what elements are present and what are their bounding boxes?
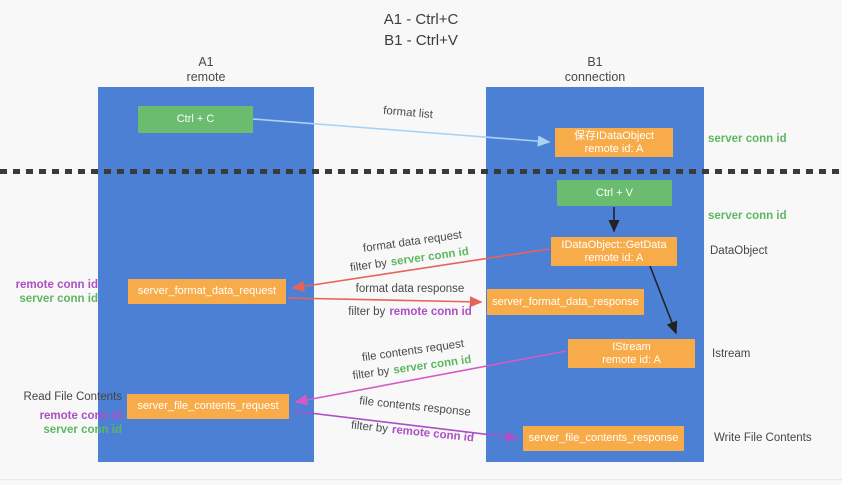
node-server-format-data-request: server_format_data_request bbox=[128, 279, 286, 304]
node-save-dataobject-title: 保存IDataObject bbox=[573, 129, 655, 142]
node-server-file-contents-response: server_file_contents_response bbox=[523, 426, 684, 451]
bottom-edge-line bbox=[0, 479, 842, 480]
node-istream-title: IStream bbox=[612, 340, 651, 353]
node-ctrl-c-label: Ctrl + C bbox=[176, 113, 215, 125]
title-line-2: B1 - Ctrl+V bbox=[384, 32, 458, 49]
node-ctrl-v-label: Ctrl + V bbox=[596, 186, 633, 199]
arrow-format-data-request bbox=[291, 248, 550, 292]
label-format-data-response: format data response bbox=[355, 283, 465, 295]
node-getdata-sub: remote id: A bbox=[584, 251, 644, 264]
right-label-istream: Istream bbox=[712, 348, 751, 360]
left-server-conn-id-1: server conn id bbox=[19, 293, 98, 305]
column-header-a1: A1 remote bbox=[98, 55, 314, 85]
column-b1-role: connection bbox=[564, 70, 626, 84]
node-server-file-contents-response-label: server_file_contents_response bbox=[528, 432, 679, 444]
left-label-format-conn-ids: remote conn id server conn id bbox=[0, 278, 98, 306]
left-label-read-file-contents: Read File Contents bbox=[23, 391, 122, 403]
arrow-format-data-response bbox=[287, 296, 483, 308]
right-label-server-conn-id-2: server conn id bbox=[708, 210, 787, 222]
node-server-file-contents-request-label: server_file_contents_request bbox=[137, 400, 279, 412]
node-server-file-contents-request: server_file_contents_request bbox=[127, 394, 289, 419]
arrow-getdata-to-istream bbox=[649, 265, 678, 335]
arrow-file-contents-request bbox=[294, 350, 567, 406]
left-remote-conn-id-1: remote conn id bbox=[15, 279, 98, 291]
column-header-b1: B1 connection bbox=[486, 55, 704, 85]
column-a1-role: remote bbox=[186, 70, 226, 84]
arrow-format-list bbox=[252, 118, 551, 147]
right-label-server-conn-id-1: server conn id bbox=[708, 133, 787, 145]
arrow-file-contents-response bbox=[292, 410, 519, 443]
node-getdata: IDataObject::GetData remote id: A bbox=[551, 237, 677, 266]
node-getdata-title: IDataObject::GetData bbox=[561, 238, 667, 251]
left-server-conn-id-2: server conn id bbox=[43, 424, 122, 436]
node-save-dataobject: 保存IDataObject remote id: A bbox=[555, 128, 673, 157]
filter-by-text: filter by bbox=[348, 306, 386, 318]
node-ctrl-c: Ctrl + C bbox=[138, 106, 253, 133]
phase-separator-line bbox=[0, 169, 842, 174]
right-label-dataobject: DataObject bbox=[710, 245, 768, 257]
column-b1-id: B1 bbox=[587, 55, 603, 69]
node-server-format-data-request-label: server_format_data_request bbox=[137, 285, 277, 297]
title-line-1: A1 - Ctrl+C bbox=[383, 11, 459, 28]
node-istream: IStream remote id: A bbox=[568, 339, 695, 368]
remote-conn-id-text: remote conn id bbox=[389, 306, 472, 318]
column-a1-id: A1 bbox=[198, 55, 214, 69]
node-istream-sub: remote id: A bbox=[602, 353, 661, 366]
node-save-dataobject-sub: remote id: A bbox=[584, 142, 644, 155]
node-server-format-data-response-label: server_format_data_response bbox=[492, 295, 639, 308]
left-label-file-conn-ids: remote conn id server conn id bbox=[0, 409, 122, 437]
right-label-write-file-contents: Write File Contents bbox=[714, 432, 812, 444]
diagram-title: A1 - Ctrl+C B1 - Ctrl+V bbox=[0, 9, 842, 51]
left-remote-conn-id-2: remote conn id bbox=[39, 410, 122, 422]
node-server-format-data-response: server_format_data_response bbox=[487, 289, 644, 315]
node-ctrl-v: Ctrl + V bbox=[557, 180, 672, 206]
